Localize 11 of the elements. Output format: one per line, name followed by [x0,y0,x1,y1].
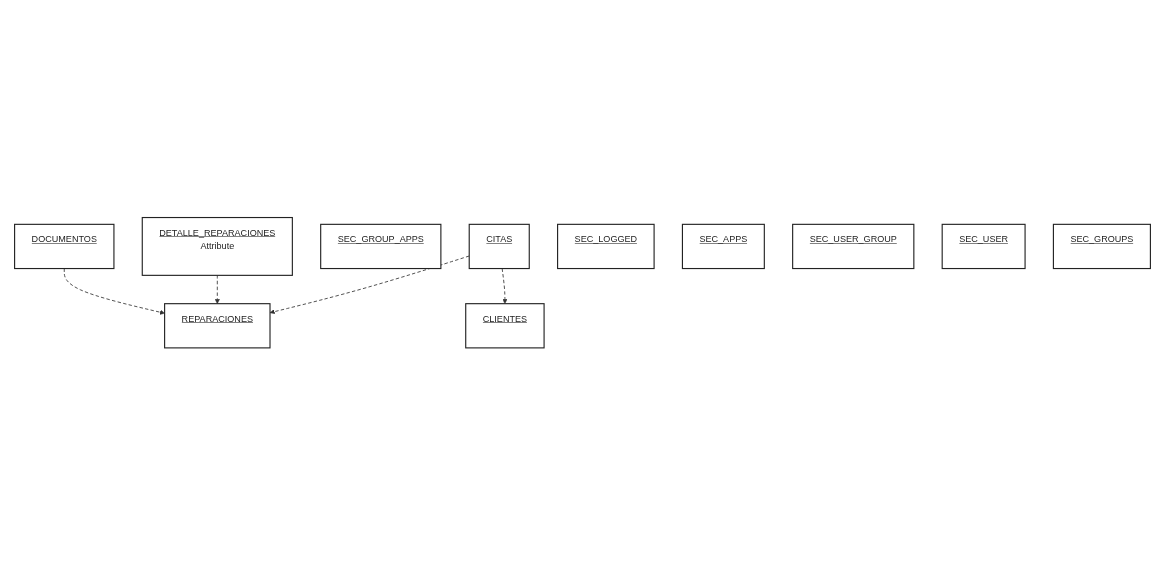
node-box: CITAS [468,223,530,269]
node-box: DETALLE_REPARACIONES Attribute [141,216,293,276]
node-box: SEC_LOGGED [557,223,655,269]
node-box: SEC_GROUPS [1052,223,1151,269]
node-box: SEC_USER_GROUP [792,223,915,269]
node-box: SEC_APPS [681,223,765,269]
node-box: SEC_USER [941,223,1026,269]
node-box: SEC_GROUP_APPS [320,223,442,269]
node-box: DOCUMENTOS [14,223,115,269]
node-box: REPARACIONES [164,302,271,349]
node-box: CLIENTES [465,302,545,349]
